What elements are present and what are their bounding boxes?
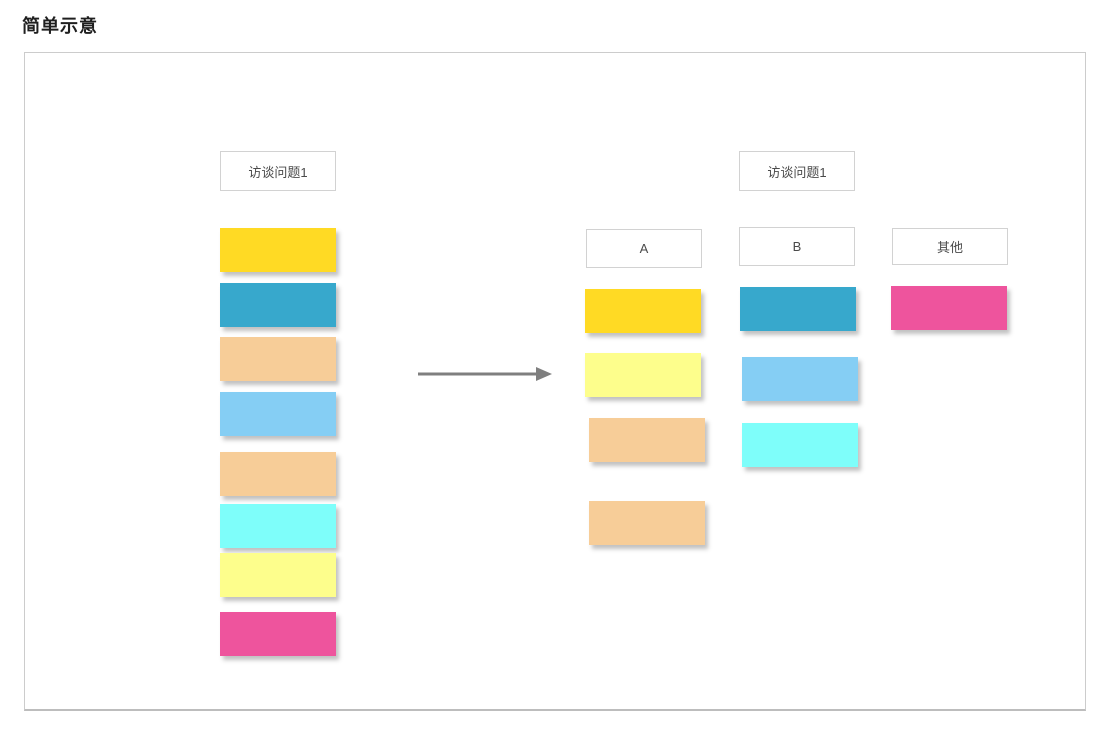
diagram-canvas: 访谈问题1 访谈问题1 A B 其他 (24, 52, 1086, 711)
sticky-note-b-cyan (742, 423, 858, 467)
sticky-note-source-cyan (220, 504, 336, 548)
sticky-note-source-sky-blue (220, 392, 336, 436)
result-question-label: 访谈问题1 (739, 151, 855, 191)
sticky-note-a-lemon (585, 353, 701, 397)
sticky-note-b-teal (740, 287, 856, 331)
sticky-note-source-gold (220, 228, 336, 272)
sticky-note-source-lemon (220, 553, 336, 597)
category-header-other: 其他 (892, 228, 1008, 265)
sticky-note-source-peach-2 (220, 452, 336, 496)
sticky-note-b-sky-blue (742, 357, 858, 401)
arrow-right-icon (418, 365, 552, 383)
source-question-label: 访谈问题1 (220, 151, 336, 191)
page-title: 简单示意 (22, 16, 98, 36)
sticky-note-source-pink (220, 612, 336, 656)
sticky-note-source-peach (220, 337, 336, 381)
sticky-note-a-gold (585, 289, 701, 333)
category-header-b: B (739, 227, 855, 266)
sticky-note-source-teal (220, 283, 336, 327)
sticky-note-a-peach-2 (589, 501, 705, 545)
sticky-note-a-peach (589, 418, 705, 462)
category-header-a: A (586, 229, 702, 268)
sticky-note-other-pink (891, 286, 1007, 330)
